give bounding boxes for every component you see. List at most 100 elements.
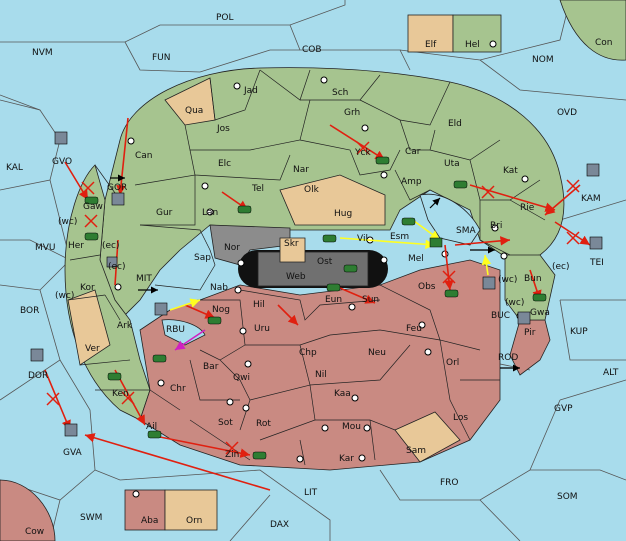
label-cow: Cow — [25, 527, 44, 537]
label-grh: Grh — [344, 108, 360, 118]
label-sam: Sam — [406, 446, 426, 456]
label-her: Her — [68, 241, 84, 251]
province-borders — [67, 69, 546, 466]
label-rod: ROD — [498, 353, 518, 363]
label-nab: Nab — [210, 283, 228, 293]
label-mvu: MVU — [35, 243, 56, 253]
label-fun: FUN — [152, 53, 171, 63]
label-zin: Zin — [225, 450, 239, 460]
label-con: Con — [595, 38, 613, 48]
label-orn: Orn — [186, 516, 202, 526]
label-sap: Sap — [194, 253, 211, 263]
orders-magenta — [174, 329, 206, 351]
label-uta: Uta — [444, 159, 460, 169]
label-feu: Feu — [406, 324, 422, 334]
label-chp: Chp — [299, 348, 317, 358]
label-gvo: GVO — [52, 157, 72, 167]
label-hug: Hug — [334, 209, 352, 219]
label-sot: Sot — [218, 418, 233, 428]
label-uru: Uru — [254, 324, 270, 334]
label-tel: Tel — [251, 184, 264, 194]
label-gor: GOR — [107, 183, 127, 193]
label-skr: Skr — [284, 239, 299, 249]
label-elc: Elc — [218, 159, 231, 169]
label-nvm: NVM — [32, 48, 53, 58]
label-ec2: (ec) — [108, 262, 126, 272]
label-sch: Sch — [332, 88, 348, 98]
label-wc1: (wc) — [58, 217, 77, 227]
label-gaw: Gaw — [83, 202, 103, 212]
orders-red — [44, 117, 591, 491]
label-sma: SMA — [456, 226, 476, 236]
label-lit: LIT — [304, 488, 318, 498]
label-olk: Olk — [304, 185, 320, 195]
label-ail: Ail — [146, 422, 157, 432]
label-kaa: Kaa — [334, 389, 351, 399]
label-lan: Lan — [202, 208, 218, 218]
label-kam: KAM — [581, 194, 601, 204]
label-eun: Eun — [325, 295, 342, 305]
label-ost: Ost — [317, 257, 333, 267]
units — [84, 156, 547, 460]
label-esm: Esm — [390, 232, 409, 242]
label-vil: Vil — [357, 234, 368, 244]
label-ken: Ken — [112, 389, 129, 399]
label-yck: Yck — [354, 148, 371, 158]
label-amp: Amp — [401, 177, 422, 187]
label-bar: Bar — [203, 362, 219, 372]
label-pol: POL — [216, 13, 234, 23]
label-kal: KAL — [6, 163, 23, 173]
label-mit: MIT — [136, 274, 152, 284]
label-som: SOM — [557, 492, 578, 502]
label-ver: Ver — [85, 344, 100, 354]
fleets — [30, 131, 603, 437]
label-mou: Mou — [342, 422, 361, 432]
label-dor: DOR — [28, 371, 48, 381]
label-jad: Jad — [243, 86, 258, 96]
label-chr: Chr — [170, 384, 186, 394]
inner-sea-rbu — [161, 319, 206, 346]
label-fro: FRO — [440, 478, 459, 488]
label-rot: Rot — [256, 419, 271, 429]
label-aba: Aba — [141, 516, 158, 526]
label-neu: Neu — [368, 348, 386, 358]
inner-sea-sma — [419, 193, 481, 246]
label-dax: DAX — [270, 520, 289, 530]
label-nog: Nog — [212, 305, 230, 315]
label-tei: TEI — [589, 258, 604, 268]
label-kup: KUP — [570, 327, 588, 337]
label-hil: Hil — [253, 300, 265, 310]
label-nil: Nil — [315, 370, 327, 380]
label-los: Los — [453, 413, 468, 423]
label-qwi: Qwi — [233, 373, 250, 383]
label-buc: BUC — [491, 311, 510, 321]
label-jos: Jos — [216, 124, 230, 134]
label-gva: GVA — [63, 448, 83, 458]
label-mel: Mel — [408, 254, 424, 264]
label-nor: Nor — [224, 243, 240, 253]
label-swm: SWM — [80, 513, 102, 523]
label-eld: Eld — [448, 119, 462, 129]
label-orl: Orl — [446, 358, 459, 368]
label-kor: Kor — [80, 283, 95, 293]
label-rbu: RBU — [166, 325, 185, 335]
label-ec3: (ec) — [552, 262, 570, 272]
label-wc2: (wc) — [498, 275, 517, 285]
label-obs: Obs — [418, 282, 436, 292]
label-car: Car — [405, 147, 421, 157]
label-ark: Ark — [117, 321, 133, 331]
label-ovd: OVD — [557, 108, 577, 118]
label-rie: Rie — [520, 203, 535, 213]
map-labels: POL Elf Hel Con NVM FUN COB NOM Jad Sch … — [6, 13, 619, 537]
sea-connectors — [110, 174, 520, 372]
label-wc4: (wc) — [505, 298, 524, 308]
label-nom: NOM — [532, 55, 554, 65]
label-gur: Gur — [156, 208, 173, 218]
label-alt: ALT — [603, 368, 619, 378]
label-gvp: GVP — [554, 404, 573, 414]
label-gwa: Gwa — [530, 308, 550, 318]
label-wc3: (wc) — [55, 291, 74, 301]
label-pir: Pir — [524, 328, 536, 338]
label-kar: Kar — [339, 454, 354, 464]
